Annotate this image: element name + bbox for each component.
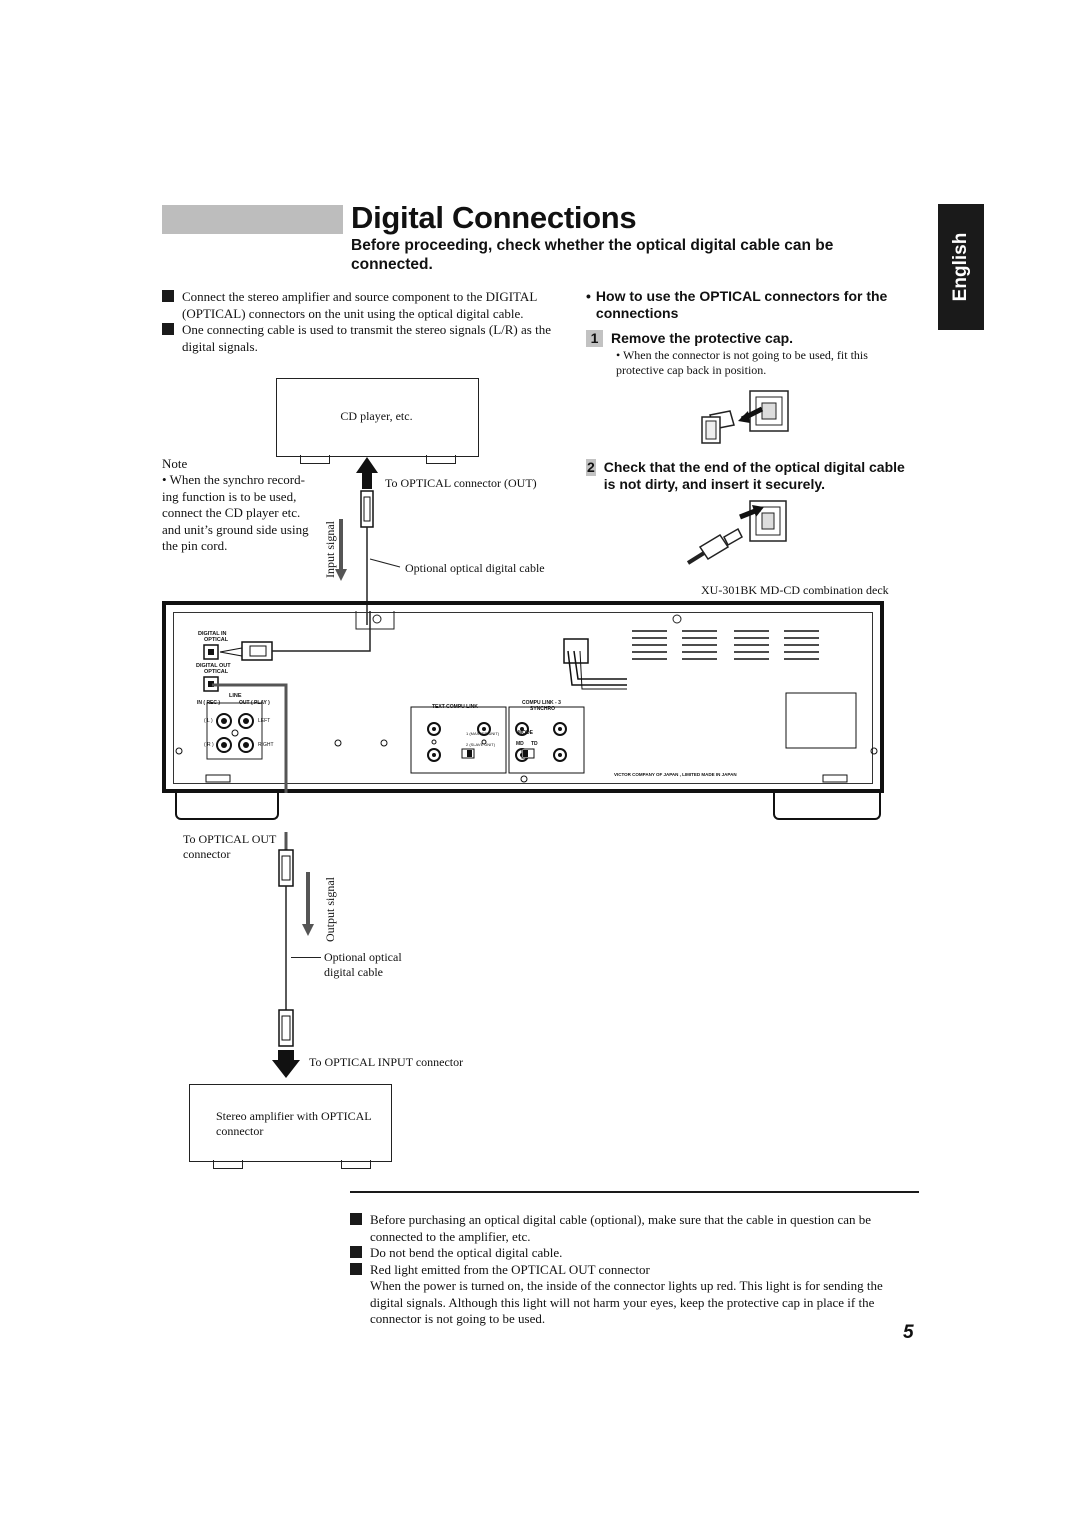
panel-compu-link: COMPU LINK - 3 (522, 700, 561, 706)
note-item-text: Before purchasing an optical digital cab… (370, 1212, 872, 1244)
howto-heading-text: How to use the OPTICAL connectors for th… (595, 288, 888, 321)
panel-digital-in: DIGITAL IN (198, 631, 227, 637)
language-tab-label: English (950, 232, 971, 302)
step-text: Remove the protective cap. (611, 330, 794, 347)
output-signal-label: Output signal (323, 877, 337, 942)
amplifier-box (189, 1084, 392, 1162)
divider-rule (350, 1191, 919, 1193)
panel-td: TD (531, 741, 538, 747)
step-text: Check that the end of the optical digita… (603, 459, 905, 492)
deck-foot-left (175, 792, 279, 820)
intro-list: Connect the stereo amplifier and source … (162, 289, 552, 355)
cd-player-foot (300, 455, 330, 464)
note-extra-text: When the power is turned on, the inside … (370, 1278, 883, 1326)
panel-md: MD (516, 741, 524, 747)
optional-cable-lower: Optional optical digital cable (324, 950, 402, 979)
to-optical-out-lower: To OPTICAL OUT connector (183, 832, 277, 861)
lower-cable-assembly (272, 832, 314, 1078)
panel-synchro: SYNCHRO (530, 706, 556, 712)
note-item: Red light emitted from the OPTICAL OUT c… (350, 1262, 910, 1279)
amplifier-foot (213, 1160, 243, 1169)
language-tab: English (938, 204, 984, 330)
deck-inner-panel (173, 612, 873, 784)
note-item: Before purchasing an optical digital cab… (350, 1212, 910, 1245)
deck-foot-right (773, 792, 881, 820)
square-bullet-icon (350, 1213, 362, 1225)
panel-out-play: OUT ( PLAY ) (239, 700, 270, 706)
amplifier-foot (341, 1160, 371, 1169)
panel-r: ( R ) (204, 742, 214, 748)
deck-caption: XU-301BK MD-CD combination deck (701, 583, 889, 597)
cd-player-label: CD player, etc. (340, 409, 413, 423)
intro-item: One connecting cable is used to transmit… (162, 322, 552, 355)
cd-player-foot (426, 455, 456, 464)
step-number: 2 (586, 459, 596, 476)
leader-line (291, 957, 321, 958)
deck-panel-details (175, 611, 878, 793)
panel-right: RIGHT (258, 742, 274, 748)
title-bar-decoration (162, 205, 343, 234)
square-bullet-icon (350, 1246, 362, 1258)
note-item-text: Do not bend the optical digital cable. (370, 1245, 563, 1260)
protective-cap-illustration (701, 390, 789, 444)
step-1-detail: • When the connector is not going to be … (616, 348, 868, 377)
note-body: • When the synchro record- ing function … (162, 472, 309, 553)
bottom-notes: Before purchasing an optical digital cab… (350, 1212, 910, 1328)
note-item: Do not bend the optical digital cable. (350, 1245, 910, 1262)
step-number: 1 (586, 330, 603, 347)
panel-optical-1: OPTICAL (204, 637, 229, 643)
panel-l: ( L ) (204, 718, 213, 724)
deck-rear-panel (162, 601, 884, 793)
page-number: 5 (903, 1322, 914, 1343)
lead-text: Before proceeding, check whether the opt… (351, 237, 834, 273)
panel-slave: 2 (SLAVE UNIT) (466, 742, 496, 747)
step-2: 2 Check that the end of the optical digi… (586, 459, 906, 492)
input-signal-label: Input signal (323, 521, 337, 578)
page-title: Digital Connections (351, 200, 637, 235)
square-bullet-icon (350, 1262, 362, 1275)
to-optical-out-upper: To OPTICAL connector (OUT) (385, 476, 537, 490)
to-optical-input: To OPTICAL INPUT connector (309, 1055, 464, 1069)
howto-heading: • How to use the OPTICAL connectors for … (586, 288, 926, 321)
step-1: 1 Remove the protective cap. (586, 330, 793, 347)
square-bullet-icon (162, 290, 174, 302)
panel-text-compu-link: TEXT COMPU LINK (432, 704, 478, 710)
intro-item-text: Connect the stereo amplifier and source … (182, 289, 537, 321)
note-item-extra: When the power is turned on, the inside … (350, 1278, 910, 1328)
note-item-text: Red light emitted from the OPTICAL OUT c… (370, 1261, 650, 1277)
panel-optical-2: OPTICAL (204, 669, 229, 675)
howto-bullet: • (586, 288, 591, 304)
panel-left: LEFT (258, 718, 271, 724)
panel-master: 1 (MASTER UNIT) (466, 731, 500, 736)
intro-item: Connect the stereo amplifier and source … (162, 289, 552, 322)
panel-in-rec: IN ( REC ) (197, 700, 221, 706)
panel-mode: MODE (518, 730, 533, 736)
cable-insert-illustration (686, 500, 787, 565)
square-bullet-icon (162, 323, 174, 335)
upper-cable-assembly (335, 457, 401, 625)
panel-line: LINE (229, 693, 242, 699)
panel-maker: VICTOR COMPANY OF JAPAN , LIMITED MADE I… (614, 772, 737, 777)
intro-item-text: One connecting cable is used to transmit… (182, 322, 551, 354)
amplifier-label: Stereo amplifier with OPTICAL connector (216, 1109, 372, 1138)
panel-digital-out: DIGITAL OUT (196, 663, 231, 669)
cd-player-box (276, 378, 479, 457)
optional-cable-upper: Optional optical digital cable (405, 561, 545, 575)
note-title: Note (162, 456, 188, 471)
